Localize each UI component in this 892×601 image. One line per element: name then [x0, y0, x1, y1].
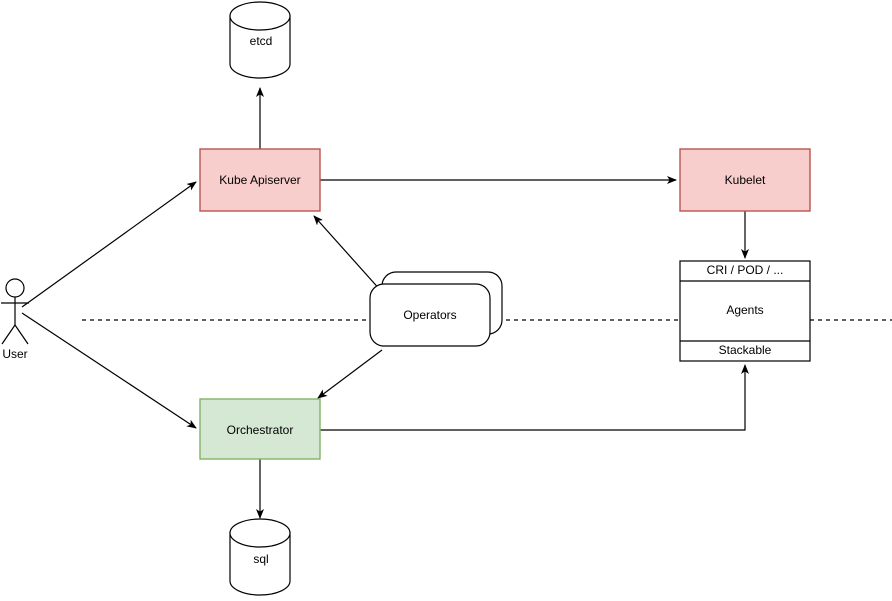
edge-user-to-kube-apiserver	[21, 181, 197, 308]
node-operators[interactable]: Operators	[369, 271, 503, 347]
node-agents-footer-label: Stackable	[719, 343, 772, 357]
node-orchestrator[interactable]: Orchestrator	[199, 398, 321, 460]
edge-user-to-orchestrator	[21, 312, 197, 429]
node-etcd[interactable]: etcd	[229, 1, 291, 79]
edge-operators-to-kube-apiserver	[313, 215, 383, 293]
edge-operators-to-orchestrator	[317, 349, 383, 399]
node-etcd-label: etcd	[250, 34, 273, 48]
node-agents-header-label: CRI / POD / ...	[707, 263, 784, 277]
node-kube-apiserver[interactable]: Kube Apiserver	[199, 148, 321, 212]
node-sql-label: sql	[253, 552, 268, 566]
node-user-label: User	[2, 347, 27, 361]
node-kubelet-label: Kubelet	[725, 173, 766, 187]
node-orchestrator-label: Orchestrator	[227, 423, 294, 437]
node-agents[interactable]: CRI / POD / ... Agents Stackable	[679, 260, 811, 362]
node-sql[interactable]: sql	[229, 518, 291, 596]
node-kube-apiserver-label: Kube Apiserver	[219, 173, 300, 187]
node-agents-body-label: Agents	[726, 303, 763, 317]
edge-orchestrator-to-stackable	[320, 364, 749, 431]
node-user[interactable]: User	[1, 278, 29, 361]
node-operators-label: Operators	[403, 308, 456, 322]
node-kubelet[interactable]: Kubelet	[679, 148, 811, 212]
